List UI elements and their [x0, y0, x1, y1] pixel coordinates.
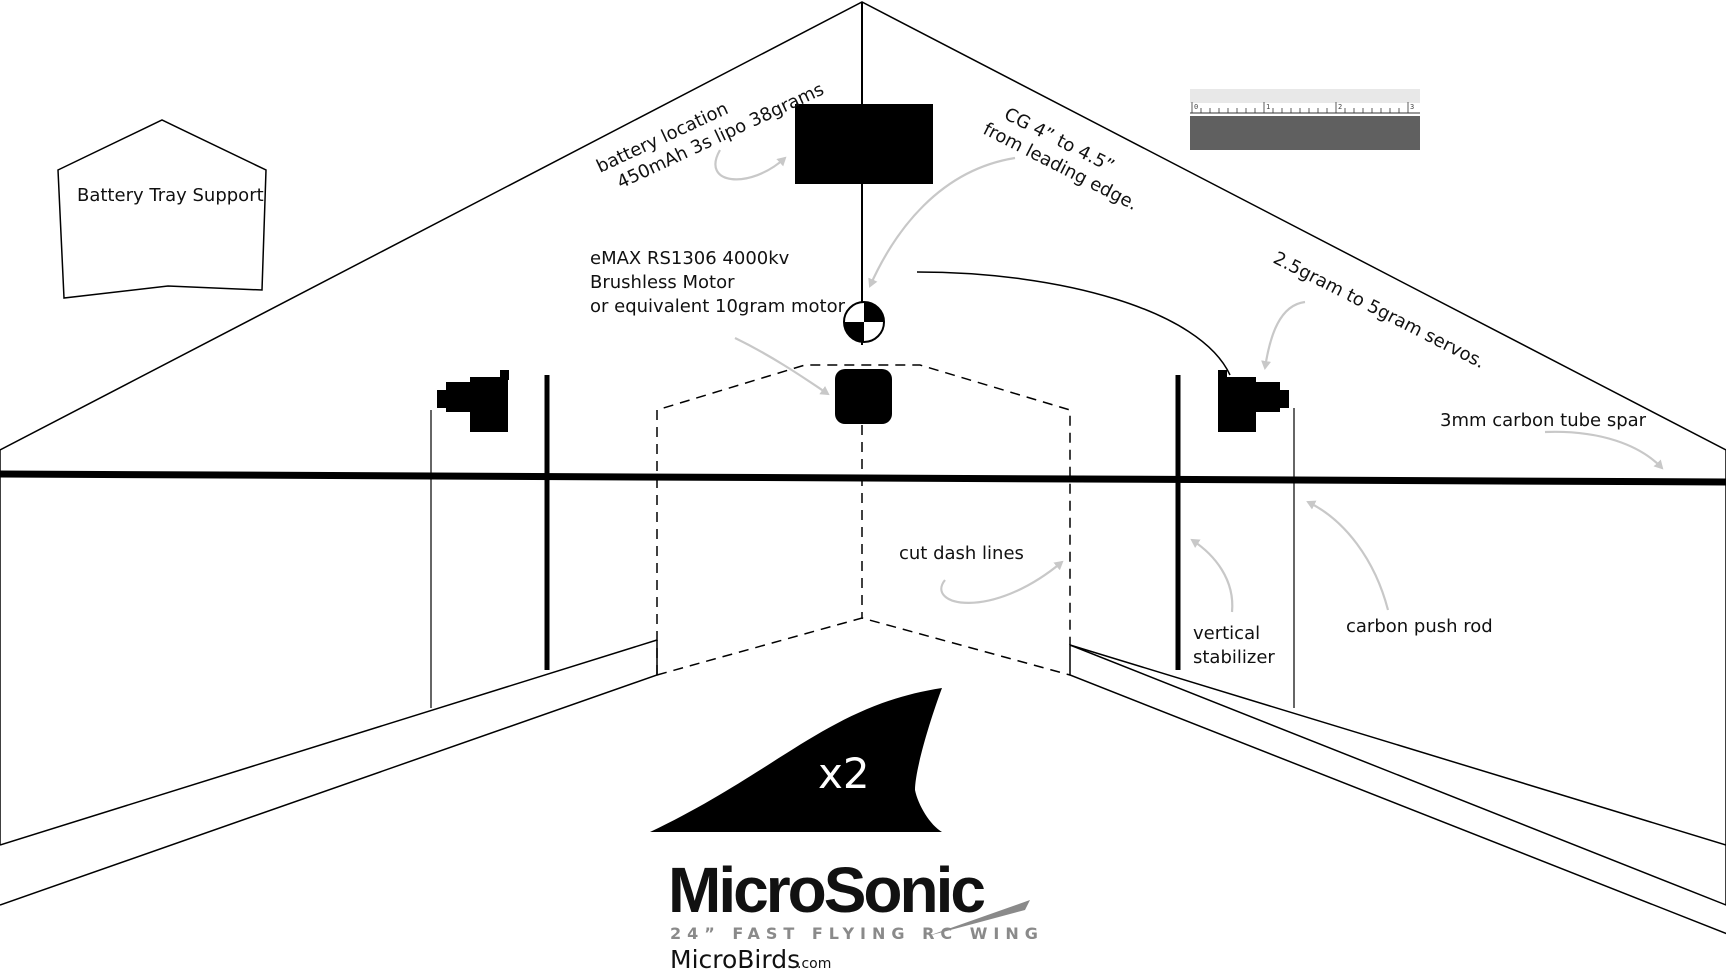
servo-wire — [916, 271, 1231, 376]
servo-left — [437, 370, 509, 432]
servo-right — [1218, 370, 1289, 432]
scale-ruler: 0 1 2 3 — [1190, 89, 1420, 150]
cg-arrow — [868, 156, 1016, 288]
carbon-spar — [0, 470, 1726, 486]
vstab-arrow — [1190, 538, 1234, 613]
motor-mount — [835, 369, 892, 424]
cut-lines-arrow — [940, 560, 1064, 604]
vertical-fin — [650, 688, 942, 832]
ruler-tick-label: 1 — [1266, 103, 1270, 111]
push-rod-label: carbon push rod — [1346, 616, 1493, 637]
battery-tray-support — [57, 119, 267, 299]
pushrod-arrow — [1306, 500, 1390, 611]
logo-site-suffix: .com — [797, 956, 831, 972]
logo-title: MicroSonic — [668, 854, 984, 926]
vstab-label-line2: stabilizer — [1193, 647, 1275, 668]
vstab-label-line1: vertical — [1193, 623, 1260, 644]
battery-arrow — [714, 149, 787, 181]
elevon-hinge-right — [1069, 644, 1726, 846]
cg-marker — [843, 301, 885, 343]
ruler-tick-label: 2 — [1338, 103, 1342, 111]
logo-swoosh — [928, 900, 1030, 936]
motor-label-line2: Brushless Motor — [590, 272, 735, 293]
logo-subtitle: 24” FAST FLYING RC WING — [670, 924, 1044, 943]
wing-outline — [0, 1, 1726, 935]
battery-block — [795, 104, 933, 184]
elevon-hinge-left — [0, 639, 658, 846]
microsonic-logo: MicroSonic 24” FAST FLYING RC WING Micro… — [668, 854, 1044, 974]
wing-trailing-edge-left — [0, 640, 658, 906]
motor-label-line3: or equivalent 10gram motor — [590, 296, 846, 317]
spar-label: 3mm carbon tube spar — [1440, 410, 1647, 431]
servo-arrow — [1261, 300, 1306, 370]
ruler-tick-label: 3 — [1410, 103, 1414, 111]
cut-lines-label: cut dash lines — [899, 543, 1024, 564]
cut-dash-lines — [656, 364, 1071, 676]
spar-arrow — [1544, 430, 1664, 470]
ruler-tick-label: 0 — [1194, 103, 1198, 111]
fin-count-label: x2 — [818, 749, 870, 798]
motor-label-line1: eMAX RS1306 4000kv — [590, 248, 790, 269]
battery-tray-label: Battery Tray Support — [77, 185, 264, 206]
logo-site: MicroBirds — [670, 945, 800, 974]
motor-arrow — [734, 337, 830, 396]
